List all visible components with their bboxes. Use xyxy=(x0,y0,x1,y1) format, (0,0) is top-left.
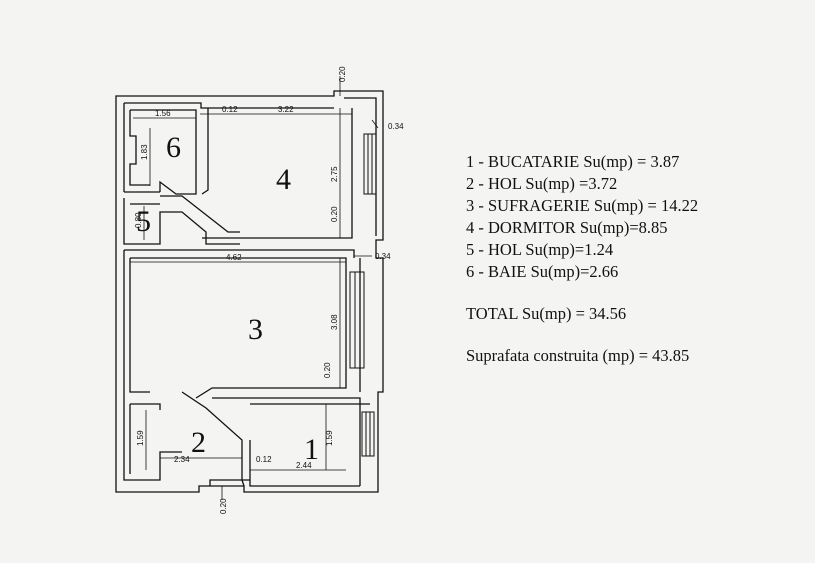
dim-hall2-height: 1.59 xyxy=(136,430,145,446)
room-number-1: 1 xyxy=(304,433,319,466)
legend-room-1: 1 - BUCATARIE Su(mp) = 3.87 xyxy=(466,152,680,171)
room-number-6: 6 xyxy=(166,131,181,164)
legend-total: TOTAL Su(mp) = 34.56 xyxy=(466,304,627,323)
dim-bath-height: 1.83 xyxy=(140,144,149,160)
legend-built-area: Suprafata construita (mp) = 43.85 xyxy=(466,346,690,365)
room-legend: 1 - BUCATARIE Su(mp) = 3.87 2 - HOL Su(m… xyxy=(466,151,698,367)
window-kitchen xyxy=(361,411,375,457)
dim-top-wall: 0.20 xyxy=(338,66,347,82)
windows xyxy=(349,133,377,457)
dim-bath-width: 1.56 xyxy=(155,109,171,118)
dim-kitchen-width: 2.44 xyxy=(296,461,312,470)
dim-bedroom-height: 2.75 xyxy=(330,166,339,182)
dimension-lines xyxy=(130,76,379,500)
dim-ext-wall-top: 0.34 xyxy=(388,122,404,131)
dim-kitchen-wall: 0.12 xyxy=(256,455,272,464)
dim-partition-bedroom: 0.20 xyxy=(330,206,339,222)
room-number-4: 4 xyxy=(276,163,291,196)
dim-partition-living: 0.20 xyxy=(323,362,332,378)
legend-room-6: 6 - BAIE Su(mp)=2.66 xyxy=(466,262,619,281)
dim-living-height: 3.08 xyxy=(330,314,339,330)
legend-room-4: 4 - DORMITOR Su(mp)=8.85 xyxy=(466,218,668,237)
window-living xyxy=(349,271,365,369)
dim-living-width: 4.62 xyxy=(226,253,242,262)
window-bedroom xyxy=(363,133,377,195)
dim-kitchen-height: 1.59 xyxy=(325,430,334,446)
legend-room-5: 5 - HOL Su(mp)=1.24 xyxy=(466,240,614,259)
dim-bottom-wall: 0.20 xyxy=(219,498,228,514)
room-number-3: 3 xyxy=(248,313,263,346)
room-number-5: 5 xyxy=(136,205,151,238)
dim-wall-thin: 0.12 xyxy=(222,105,238,114)
dim-ext-wall-mid: 0.34 xyxy=(375,252,391,261)
room-number-2: 2 xyxy=(191,426,206,459)
plan-walls xyxy=(115,90,384,493)
legend-room-2: 2 - HOL Su(mp) =3.72 xyxy=(466,174,618,193)
dim-hall5-height: 0.80 xyxy=(134,212,143,228)
dim-hall2-width: 2.34 xyxy=(174,455,190,464)
dim-bedroom-width: 3.22 xyxy=(278,105,294,114)
legend-room-3: 3 - SUFRAGERIE Su(mp) = 14.22 xyxy=(466,196,699,215)
